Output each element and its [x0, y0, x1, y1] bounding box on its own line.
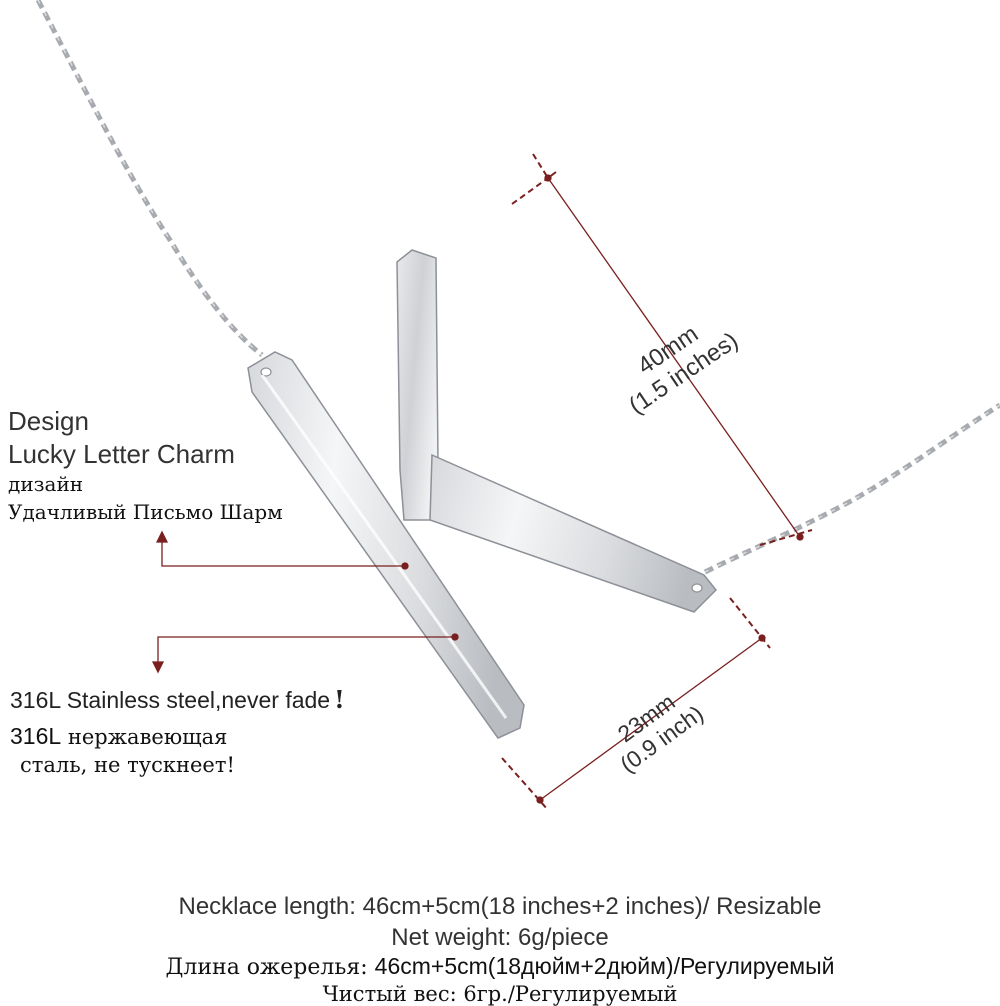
steel-label-ru-1: 316L нержавеющая — [10, 725, 227, 748]
steel-text-en: 316L Stainless steel,never fade — [10, 687, 331, 713]
steel-label-ru-2: сталь, не тускнеет! — [20, 753, 235, 777]
letter-k-pendant — [247, 249, 718, 739]
necklace-length-en: Necklace length: 46cm+5cm(18 inches+2 in… — [178, 893, 822, 920]
necklace-length-ru: Длина ожерелья: 46cm+5cm(18дюйм+2дюйм)/Р… — [0, 955, 1000, 979]
design-label-ru: дизайн — [8, 472, 84, 496]
steel-text-ru: нержавеющая — [67, 725, 228, 749]
charm-label-ru: Удачливый Письмо Шарм — [8, 500, 283, 524]
chain-left — [35, 0, 264, 357]
net-weight-en: Net weight: 6g/piece — [391, 924, 609, 951]
net-weight-ru: Чистый вес: 6гр./Регулируемый — [322, 982, 678, 1006]
steel-label-en: 316L Stainless steel,never fade! — [10, 688, 345, 712]
necklace-length-ru-label: Длина ожерелья: — [165, 955, 368, 980]
pointer-lines — [151, 530, 459, 674]
chain-right — [703, 402, 1000, 575]
necklace-length-ru-value: 46cm+5cm(18дюйм+2дюйм)/Регулируемый — [374, 953, 835, 979]
height-dimension — [511, 153, 813, 546]
design-label-en: Design — [8, 406, 89, 436]
width-dimension — [501, 597, 771, 811]
charm-label-en: Lucky Letter Charm — [8, 439, 235, 469]
steel-grade-ru: 316L — [10, 723, 62, 749]
steel-exclamation: ! — [334, 685, 345, 714]
